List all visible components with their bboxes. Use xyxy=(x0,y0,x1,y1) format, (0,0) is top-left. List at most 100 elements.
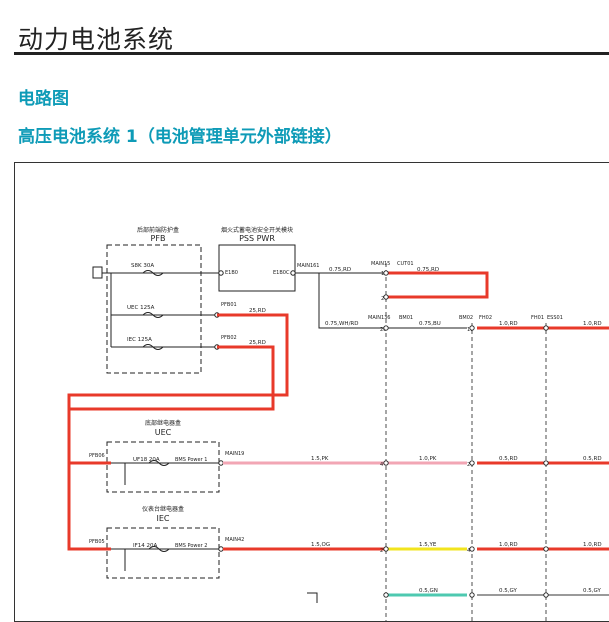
pin-fh02: FH02 xyxy=(479,315,492,321)
wire-label-075bu: 0.75,BU xyxy=(419,321,441,327)
fuse-s8k-label: S8K 30A xyxy=(131,263,154,269)
iec-box xyxy=(106,527,220,579)
pin-e1b0c: E1B0C xyxy=(273,270,290,276)
splice-2b: 2 xyxy=(380,548,383,554)
pin-bm02: BM02 xyxy=(459,315,473,321)
pin-fh01: FH01 xyxy=(531,315,544,321)
pin-cut01: CUT01 xyxy=(397,261,414,267)
connector-dot xyxy=(543,592,549,598)
splice-1: 1 xyxy=(381,271,384,277)
fuse-s8k-icon xyxy=(142,270,164,276)
wire-label-10rd-c: 1.0,RD xyxy=(499,542,518,548)
connector-iec-out xyxy=(218,546,224,552)
wire-label-15ye: 1.5,YE xyxy=(419,542,437,548)
uec-caption: 底部继电器盒 xyxy=(145,419,181,427)
splice-26: 26 xyxy=(380,327,386,333)
connector-dot xyxy=(469,325,475,331)
splice-17: 17 xyxy=(467,327,473,333)
wire-label-10rd-a: 1.0,RD xyxy=(499,321,518,327)
pfb-caption: 后部前端防护盒 xyxy=(137,226,179,234)
wire-label-075whrd: 0.75,WH/RD xyxy=(325,321,358,327)
connector-dot xyxy=(383,294,389,300)
wire-label-15og: 1.5,OG xyxy=(311,542,330,548)
wire-label-25rd-a: 25,RD xyxy=(249,308,266,314)
pin-bm01: BM01 xyxy=(399,315,413,321)
splice-24: 24 xyxy=(467,462,473,468)
battery-terminal-icon xyxy=(92,266,103,279)
wire-label-075rd-a: 0.75,RD xyxy=(329,267,351,273)
uec-name: UEC xyxy=(155,428,172,437)
connector-dot xyxy=(383,546,389,552)
pin-pfb02: PFB02 xyxy=(221,335,237,341)
circuit-diagram-frame: 后部前端防护盒 PFB 烟火式蓄电池安全开关模块 PSS PWR 底部继电器盒 … xyxy=(14,162,609,622)
connector-dot xyxy=(469,460,475,466)
wire-25rd-a xyxy=(67,313,289,465)
connector-dot xyxy=(543,325,549,331)
pss-caption: 烟火式蓄电池安全开关模块 xyxy=(221,226,293,234)
fuse-bms2-label: BMS Power 2 xyxy=(175,543,207,549)
connector-dot xyxy=(383,325,389,331)
wire-label-05gn: 0.5,GN xyxy=(419,588,438,594)
connector-pss-out xyxy=(290,270,296,276)
pin-main15: MAIN15 xyxy=(371,261,390,267)
fuse-if14-label: IF14 20A xyxy=(133,543,158,549)
uec-box xyxy=(106,441,220,493)
fuse-iec125-label: IEC 125A xyxy=(127,337,152,343)
iec-caption: 仪表台继电器盒 xyxy=(142,505,184,513)
pin-pfb06: PFB06 xyxy=(89,453,105,459)
pin-main136: MAIN136 xyxy=(368,315,391,321)
connector-dot xyxy=(383,270,389,276)
fuse-uf18-label: UF18 20A xyxy=(133,457,160,463)
splice-4: 4 xyxy=(380,462,383,468)
fuse-if14-icon xyxy=(148,546,170,552)
page-title: 动力电池系统 xyxy=(18,25,175,54)
pin-pfb05: PFB05 xyxy=(89,539,105,545)
wire-label-05gy-b: 0.5,GY xyxy=(583,588,601,594)
wire-label-10rd-d: 1.0,RD xyxy=(583,542,602,548)
wire-whrd xyxy=(318,273,385,329)
pin-e1b0: E1B0 xyxy=(225,270,238,276)
circuit-diagram: 后部前端防护盒 PFB 烟火式蓄电池安全开关模块 PSS PWR 底部继电器盒 … xyxy=(67,226,609,621)
pin-main19: MAIN19 xyxy=(225,451,244,457)
fuse-bms1-label: BMS Power 1 xyxy=(175,457,207,463)
splice-4b: 4 xyxy=(467,548,470,554)
wire-25rd-b-route xyxy=(67,345,275,551)
fuse-uf18-icon xyxy=(148,460,170,466)
wire-label-05gy-a: 0.5,GY xyxy=(499,588,517,594)
pfb-bus-line xyxy=(101,272,112,347)
wire-25rd-b xyxy=(85,347,273,463)
title-rule xyxy=(14,52,609,55)
wire-label-05rd-b: 0.5,RD xyxy=(583,456,602,462)
connector-dot xyxy=(469,592,475,598)
connector-dot xyxy=(469,546,475,552)
pin-main42: MAIN42 xyxy=(225,537,244,543)
pin-ess01: ESS01 xyxy=(547,315,563,321)
wire-label-15pk: 1.5,PK xyxy=(311,456,329,462)
subsection-heading: 高压电池系统 1（电池管理单元外部链接） xyxy=(18,127,342,147)
pss-box xyxy=(218,244,296,292)
fuse-uec125-icon xyxy=(142,312,164,318)
connector-dot xyxy=(383,460,389,466)
pin-main161: MAIN161 xyxy=(297,263,320,269)
column-connectors xyxy=(383,270,549,598)
wire-label-075rd-b: 0.75,RD xyxy=(417,267,439,273)
wire-bottom-black xyxy=(307,592,318,603)
connector-dot xyxy=(383,592,389,598)
connector-uec-out xyxy=(218,460,224,466)
wire-label-05rd-a: 0.5,RD xyxy=(499,456,518,462)
pin-pfb01: PFB01 xyxy=(221,302,237,308)
connector-pss-in xyxy=(218,270,224,276)
fuse-iec125-icon xyxy=(142,344,164,350)
fuse-uec125-label: UEC 125A xyxy=(127,305,155,311)
pss-name: PSS PWR xyxy=(239,234,275,243)
connector-dot xyxy=(543,460,549,466)
splice-2: 2 xyxy=(381,296,384,302)
section-heading: 电路图 xyxy=(18,89,69,109)
wire-label-10pk: 1.0,PK xyxy=(419,456,437,462)
connector-dot xyxy=(543,546,549,552)
wire-label-10rd-b: 1.0,RD xyxy=(583,321,602,327)
wire-label-25rd-b: 25,RD xyxy=(249,340,266,346)
pfb-box xyxy=(106,244,202,374)
pfb-name: PFB xyxy=(151,234,166,243)
wire-cut01-loop xyxy=(387,271,489,299)
